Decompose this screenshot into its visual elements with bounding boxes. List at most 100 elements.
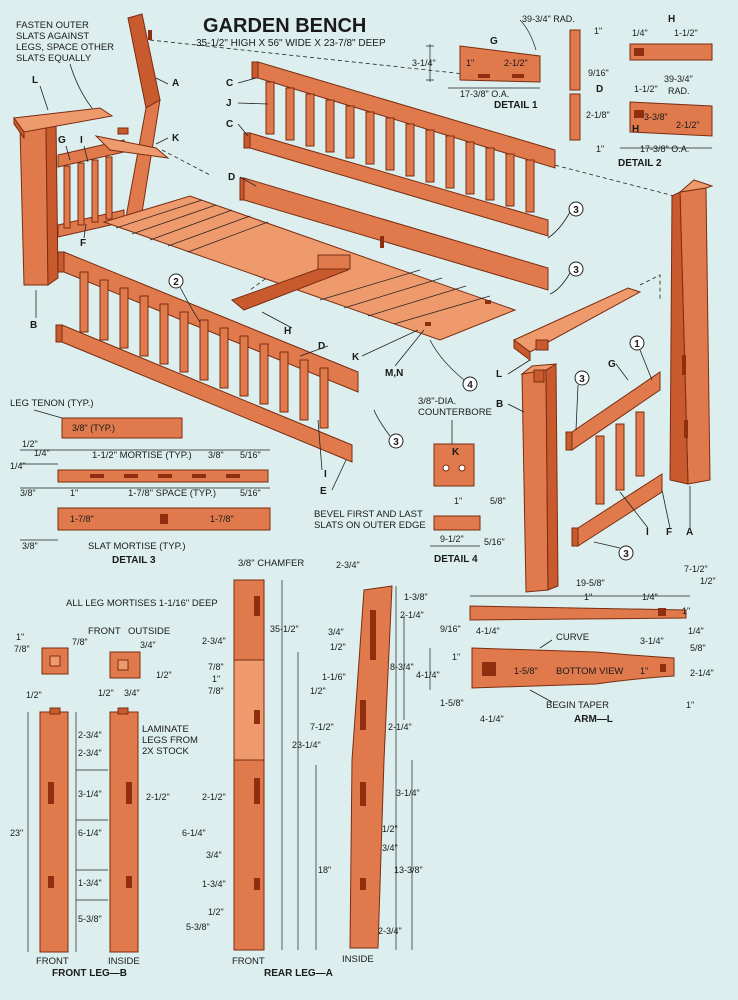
svg-text:23-1/4": 23-1/4" [292,740,321,750]
svg-text:E: E [320,486,327,497]
diagram-subtitle: 35-1/2" HIGH X 56" WIDE X 23-7/8" DEEP [196,38,386,49]
svg-text:BEVEL FIRST AND LAST: BEVEL FIRST AND LAST [314,509,423,520]
svg-text:SLATS ON OUTER EDGE: SLATS ON OUTER EDGE [314,520,426,531]
svg-text:J: J [226,98,232,109]
detail-4: 3/8"-DIA. COUNTERBORE K 1" 5/8" BEVEL FI… [314,396,506,565]
svg-text:4: 4 [467,380,473,391]
svg-text:1": 1" [594,26,602,36]
svg-text:2-1/2": 2-1/2" [504,58,528,68]
svg-text:A: A [686,527,693,538]
svg-text:39-3/4" RAD.: 39-3/4" RAD. [522,14,575,24]
svg-text:COUNTERBORE: COUNTERBORE [418,407,492,418]
svg-text:BEGIN TAPER: BEGIN TAPER [546,700,609,711]
svg-text:2-3/4": 2-3/4" [78,730,102,740]
svg-text:5/16": 5/16" [484,537,505,547]
front-slats [79,271,329,429]
left-arm [13,107,114,133]
rear-leg-views: 2-3/4" 7/8" 1" 7/8" 2-1/2" 6-1/4" 3/4" 1… [182,560,428,979]
svg-text:D: D [596,84,603,95]
svg-text:C: C [226,119,233,130]
svg-text:L: L [32,75,38,86]
detail-2: H D H 1" 1/4" 1-1/2" 1-1/2" 39-3/4" RAD.… [569,14,713,169]
svg-text:CURVE: CURVE [556,632,589,643]
svg-text:5/16": 5/16" [240,450,261,460]
svg-text:1-5/8": 1-5/8" [440,698,464,708]
svg-text:C: C [226,78,233,89]
svg-text:FRONT LEG—B: FRONT LEG—B [52,968,127,979]
svg-text:I: I [646,527,649,538]
svg-text:2-1/2": 2-1/2" [676,120,700,130]
svg-text:1-3/4": 1-3/4" [78,878,102,888]
svg-text:7/8": 7/8" [208,686,224,696]
svg-text:1/4": 1/4" [642,592,658,602]
svg-text:2-3/4": 2-3/4" [202,636,226,646]
svg-text:3: 3 [573,265,579,276]
svg-text:LEG TENON (TYP.): LEG TENON (TYP.) [10,398,94,409]
svg-text:3/4": 3/4" [328,627,344,637]
svg-text:FRONT: FRONT [36,956,69,967]
svg-text:17-3/8" O.A.: 17-3/8" O.A. [460,89,509,99]
svg-text:BOTTOM VIEW: BOTTOM VIEW [556,666,623,677]
back-slats [265,81,535,213]
diagram-title: GARDEN BENCH [203,15,366,37]
svg-text:1: 1 [634,339,640,350]
svg-text:1/2": 1/2" [310,686,326,696]
svg-text:3/8": 3/8" [208,450,224,460]
svg-text:2: 2 [173,277,179,288]
svg-text:3/8"-DIA.: 3/8"-DIA. [418,396,456,407]
svg-text:1-1/2": 1-1/2" [634,84,658,94]
svg-text:3/8": 3/8" [22,541,38,551]
svg-text:2-1/4": 2-1/4" [690,668,714,678]
svg-text:7/8": 7/8" [72,637,88,647]
svg-text:G: G [58,135,66,146]
right-front-leg [521,369,549,593]
svg-text:K: K [452,447,460,458]
svg-text:LEGS, SPACE OTHER: LEGS, SPACE OTHER [16,42,114,53]
svg-text:B: B [30,320,37,331]
svg-text:OUTSIDE: OUTSIDE [128,626,170,637]
svg-text:9-1/2": 9-1/2" [440,534,464,544]
callouts: 2 3 3 4 3 1 3 3 [168,201,653,561]
svg-text:ARM—L: ARM—L [574,714,613,725]
svg-text:2-1/8": 2-1/8" [586,110,610,120]
svg-text:F: F [80,238,86,249]
svg-text:1": 1" [16,632,24,642]
svg-text:2-1/2": 2-1/2" [146,792,170,802]
svg-text:3/8" CHAMFER: 3/8" CHAMFER [238,558,304,569]
part-labels: A L G I K F B C J C D H D K M,N I E L B … [30,75,693,538]
svg-text:3/8" (TYP.): 3/8" (TYP.) [72,423,115,433]
svg-text:5-3/8": 5-3/8" [78,914,102,924]
svg-text:1/2": 1/2" [330,642,346,652]
svg-text:A: A [172,78,179,89]
svg-text:G: G [608,359,616,370]
front-leg-views: LAMINATE LEGS FROM 2X STOCK 2-3/4" 2-3/4… [10,707,198,979]
arm-views: 7-1/2" 1/2" 19-5/8" 1" 1/4" 1" 9/16" 4-1… [416,564,716,725]
svg-text:7-1/2": 7-1/2" [310,722,334,732]
leg-top-views: 3/8" CHAMFER ALL LEG MORTISES 1-1/16" DE… [14,558,304,700]
svg-text:3/4": 3/4" [140,640,156,650]
svg-text:7/8": 7/8" [14,644,30,654]
svg-text:ALL LEG MORTISES 1-1/16" DEEP: ALL LEG MORTISES 1-1/16" DEEP [66,598,218,609]
svg-text:LEGS FROM: LEGS FROM [142,735,198,746]
detail-3: LEG TENON (TYP.) 3/8" (TYP.) 1/2" 1/4" 1… [10,398,271,566]
svg-text:2-3/4": 2-3/4" [378,926,402,936]
svg-text:K: K [352,352,360,363]
svg-text:INSIDE: INSIDE [342,954,374,965]
svg-text:39-3/4": 39-3/4" [664,74,693,84]
svg-text:3-1/4": 3-1/4" [396,788,420,798]
svg-text:1/2": 1/2" [208,907,224,917]
seat-support [231,261,349,311]
fasten-note: FASTEN OUTER SLATS AGAINST LEGS, SPACE O… [16,20,114,109]
svg-text:17-3/8" O.A.: 17-3/8" O.A. [640,144,689,154]
svg-text:5/8": 5/8" [490,496,506,506]
svg-text:8-3/4": 8-3/4" [390,662,414,672]
svg-text:3-3/8": 3-3/8" [644,112,668,122]
svg-text:7/8": 7/8" [208,662,224,672]
svg-text:18": 18" [318,865,331,875]
svg-text:3/4": 3/4" [124,688,140,698]
svg-text:9/16": 9/16" [588,68,609,78]
svg-text:1": 1" [70,488,78,498]
svg-text:1": 1" [212,674,220,684]
svg-text:2-3/4": 2-3/4" [78,748,102,758]
